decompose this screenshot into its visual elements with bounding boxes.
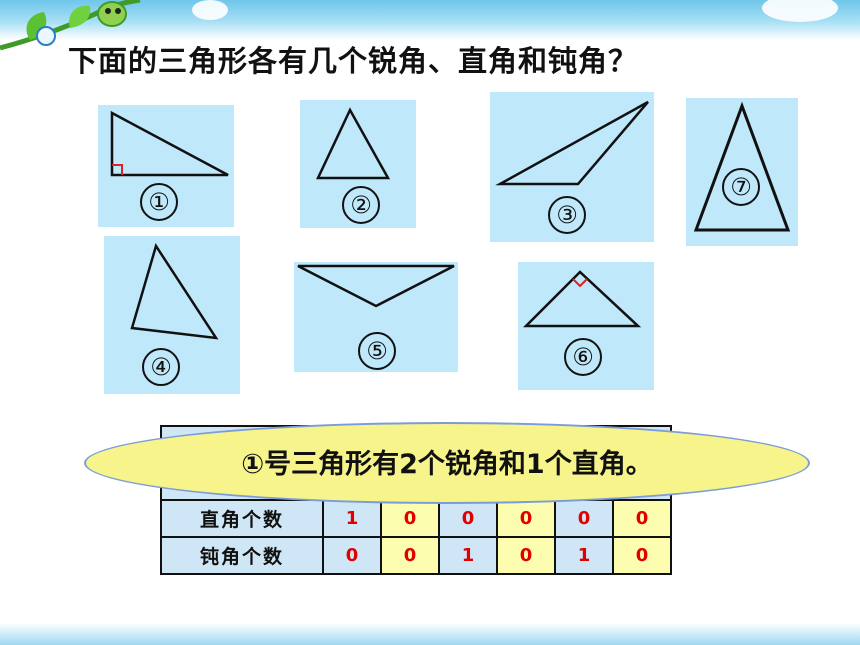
- page-title: 下面的三角形各有几个锐角、直角和钝角？: [68, 44, 639, 78]
- triangle-card-2: ②: [300, 100, 416, 228]
- triangle-shape-icon: [522, 270, 642, 328]
- triangle-shape-icon: [495, 100, 649, 186]
- triangle-number: ⑤: [358, 332, 396, 370]
- table-cell: 0: [612, 499, 672, 538]
- triangle-number: ①: [140, 183, 178, 221]
- bottom-band: [0, 623, 860, 645]
- triangle-number: ③: [548, 196, 586, 234]
- table-cell: 0: [496, 536, 556, 575]
- table-cell: 0: [380, 536, 440, 575]
- triangle-card-3: ③: [490, 92, 654, 242]
- table-cell: 1: [438, 536, 498, 575]
- triangle-shape-icon: [110, 110, 229, 177]
- table-cell: 0: [612, 536, 672, 575]
- triangle-card-5: ⑤: [294, 262, 458, 372]
- table-cell: 1: [322, 499, 382, 538]
- triangle-shape-icon: [297, 264, 455, 308]
- table-cell: 1: [554, 536, 614, 575]
- row-label: 钝角个数: [160, 536, 324, 575]
- triangle-card-7: ⑦: [686, 98, 798, 246]
- row-label: 直角个数: [160, 499, 324, 538]
- triangle-card-4: ④: [104, 236, 240, 394]
- triangle-number: ⑥: [564, 338, 602, 376]
- cloud-icon: [192, 0, 228, 20]
- vine-decoration-icon: [0, 0, 141, 51]
- triangle-number: ⑦: [722, 168, 760, 206]
- triangle-card-6: ⑥: [518, 262, 654, 390]
- answer-bubble: [84, 422, 810, 504]
- triangle-card-1: ①: [98, 105, 234, 227]
- table-cell: 0: [380, 499, 440, 538]
- table-cell: 0: [438, 499, 498, 538]
- answer-bubble-text: ①号三角形有2个锐角和1个直角。: [241, 449, 653, 480]
- triangle-number: ②: [342, 186, 380, 224]
- table-cell: 0: [554, 499, 614, 538]
- table-row-right-angles: 直角个数 1 0 0 0 0 0: [160, 499, 672, 538]
- table-cell: 0: [322, 536, 382, 575]
- triangle-shape-icon: [693, 101, 791, 232]
- triangle-shape-icon: [130, 243, 219, 340]
- triangle-number: ④: [142, 348, 180, 386]
- table-cell: 0: [496, 499, 556, 538]
- table-row-obtuse-angles: 钝角个数 0 0 1 0 1 0: [160, 536, 672, 575]
- top-sky-band: [0, 0, 860, 40]
- triangle-shape-icon: [316, 107, 391, 180]
- cloud-icon: [762, 0, 838, 22]
